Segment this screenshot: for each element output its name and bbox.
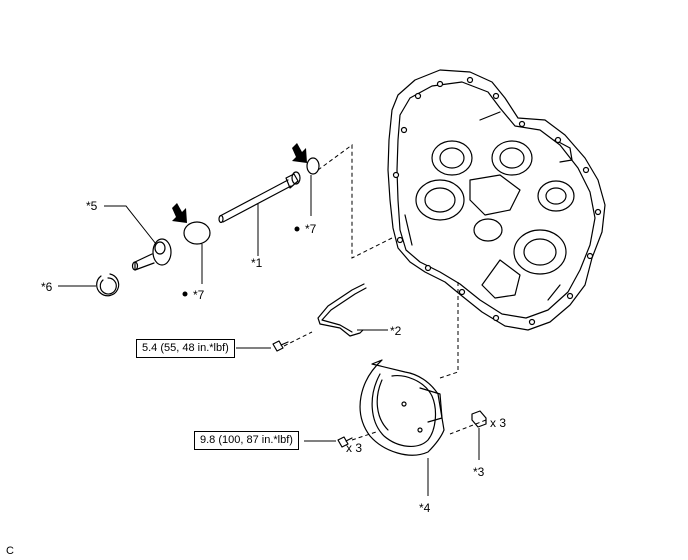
label-part-4: *4 <box>419 501 431 515</box>
bolt-9-8 <box>337 436 353 448</box>
label-part-5: *5 <box>86 199 98 213</box>
part-5-plug <box>131 238 172 271</box>
transaxle-case <box>387 69 606 331</box>
part-1-shaft <box>218 171 301 224</box>
dot-icon-upper <box>294 226 300 232</box>
part-4-cover <box>359 359 445 456</box>
quantity-bolts: x 3 <box>346 441 363 455</box>
label-part-6: *6 <box>41 280 53 294</box>
label-part-1: *1 <box>251 256 263 270</box>
alignment-lines <box>283 144 487 441</box>
part-7-o-ring-upper <box>306 157 320 175</box>
quantity-clips: x 3 <box>490 416 507 430</box>
apply-arrow-icon-lower <box>172 203 187 223</box>
dot-icon-lower <box>182 291 188 297</box>
corner-mark: C <box>6 545 14 557</box>
part-3-clip <box>471 410 487 428</box>
label-part-3: *3 <box>473 465 485 479</box>
bolt-5-4 <box>272 340 289 352</box>
label-part-7-lower: *7 <box>193 288 205 302</box>
label-part-7-upper: *7 <box>305 222 317 236</box>
part-7-o-ring-lower <box>183 221 211 245</box>
part-6-snap-ring <box>96 273 120 297</box>
torque-spec-bolt-2: 9.8 (100, 87 in.*lbf) <box>194 431 299 450</box>
apply-arrow-icon-upper <box>292 143 307 163</box>
torque-spec-bolt-1: 5.4 (55, 48 in.*lbf) <box>136 339 235 358</box>
label-part-2: *2 <box>390 324 402 338</box>
leader-lines <box>58 175 480 496</box>
part-2-pipe <box>317 283 367 337</box>
